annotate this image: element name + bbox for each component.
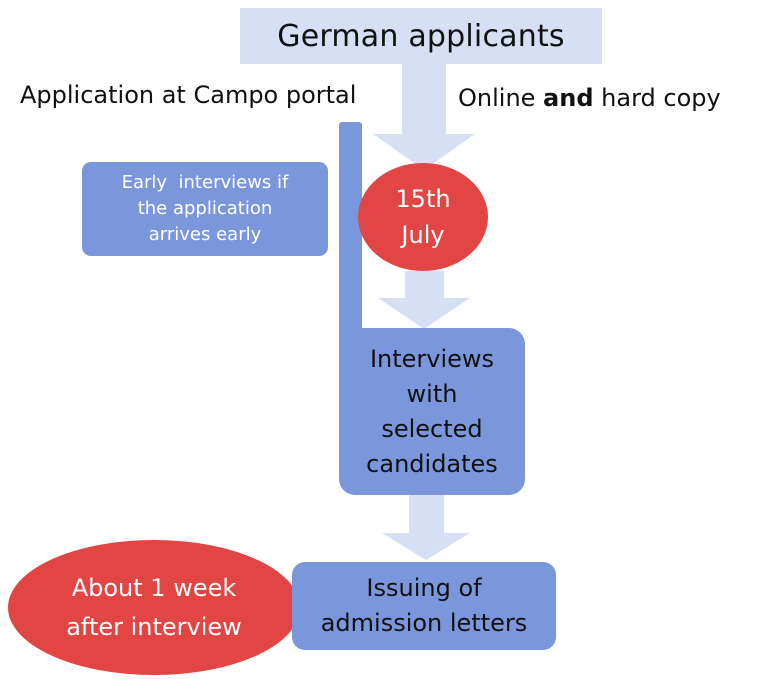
and-bold-text: and (543, 84, 594, 112)
early-interviews-box: Early interviews if the application arri… (82, 162, 328, 256)
timing-text: About 1 week after interview (66, 573, 242, 641)
issuing-text: Issuing of admission letters (320, 574, 528, 637)
online-hard-copy-label: Online and hard copy (458, 80, 758, 116)
title-text: German applicants (277, 18, 565, 54)
arrow-to-deadline (373, 64, 475, 170)
deadline-text: 15th July (395, 185, 451, 249)
title-box: German applicants (240, 8, 602, 64)
campo-path-bar (339, 122, 362, 350)
early-interviews-text: Early interviews if the application arri… (121, 172, 295, 245)
arrow-to-issuing (382, 495, 470, 560)
interviews-text: Interviews with selected candidates (366, 344, 498, 478)
timing-oval: About 1 week after interview (8, 540, 300, 675)
online-prefix-text: Online (458, 84, 544, 112)
interviews-box: Interviews with selected candidates (339, 328, 525, 495)
issuing-box: Issuing of admission letters (292, 562, 556, 650)
campo-portal-text: Application at Campo portal (20, 81, 357, 109)
deadline-oval: 15th July (358, 163, 488, 271)
campo-portal-label: Application at Campo portal (20, 77, 405, 113)
arrow-to-interviews (378, 271, 470, 329)
hard-copy-text: hard copy (593, 84, 721, 112)
